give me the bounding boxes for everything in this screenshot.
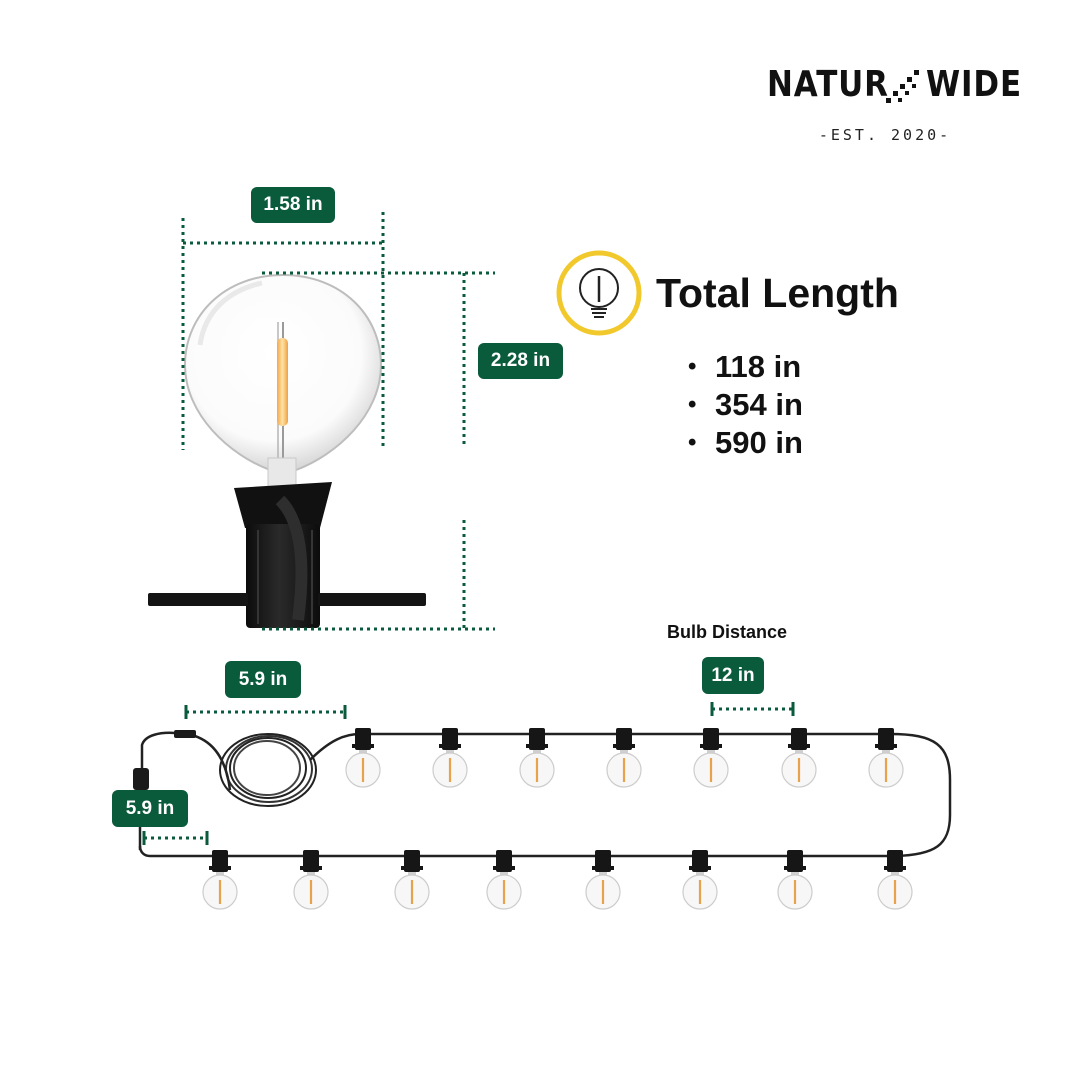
total-length-title: Total Length [656,270,899,316]
bulb-height-badge: 2.28 in [478,343,563,379]
brand-mark-icon [886,70,919,103]
string-lights-illustration [133,726,952,911]
string-dimension-guides [142,702,795,845]
large-bulb-illustration [148,273,426,628]
brand-established: -EST. 2020- [818,126,952,144]
bulb-width-badge: 1.58 in [251,187,335,223]
length-option: •118 in [688,349,802,384]
bulb-distance-label: Bulb Distance [667,622,788,642]
light-bulb-icon [556,250,642,336]
brand-name-left: NATUR [767,64,889,105]
bulb-spacing-badge: 12 in [702,657,764,694]
dimension-guides [181,212,495,631]
total-length-options: •118 in •354 in •590 in [688,348,803,462]
lead-cord-badge: 5.9 in [225,661,301,698]
length-option: •590 in [688,425,803,460]
brand-name-right: WIDE [926,64,1022,105]
length-option: •354 in [688,387,803,422]
brand-logo: NATUR WIDE -EST. 2020- [740,62,1030,152]
plug-cord-badge: 5.9 in [112,790,188,827]
